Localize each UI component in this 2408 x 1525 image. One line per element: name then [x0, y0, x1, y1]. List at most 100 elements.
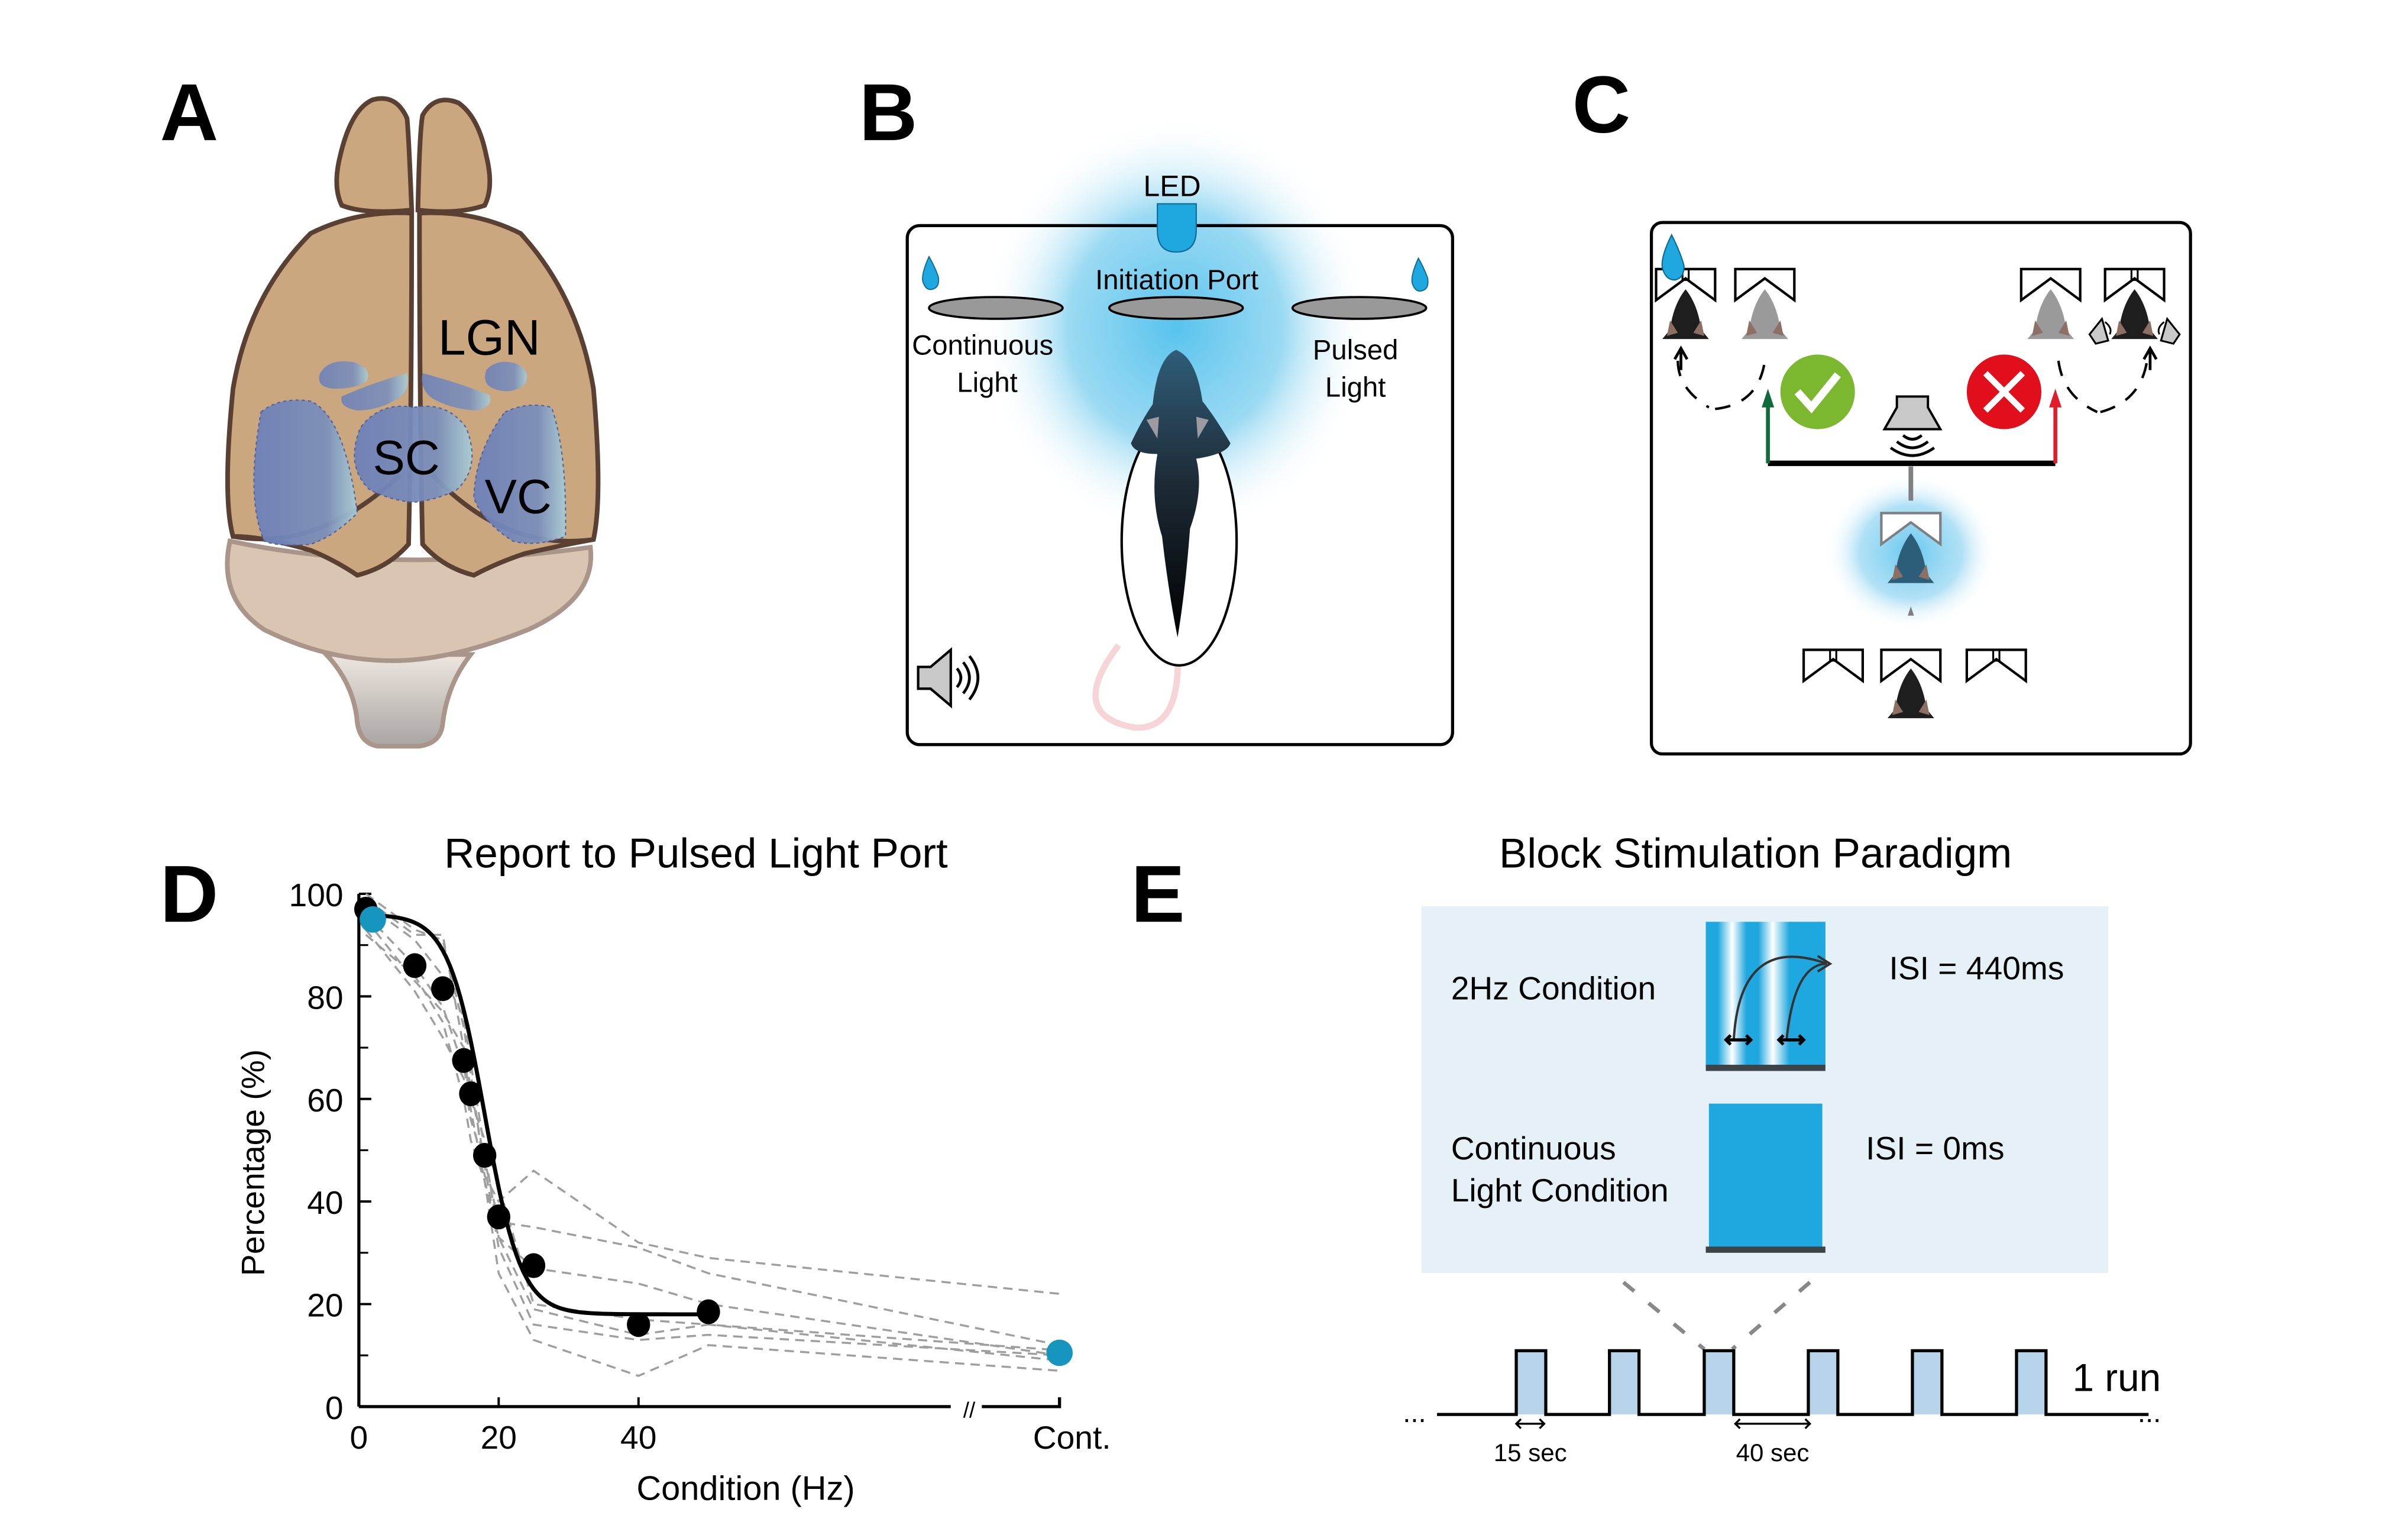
rat-tail — [1092, 643, 1181, 731]
water-drop-icon-right — [1411, 257, 1429, 292]
label-isi-0: ISI = 0ms — [1866, 1130, 2005, 1167]
y-tick-label: 100 — [289, 877, 344, 913]
port-left-initial — [1734, 267, 1796, 303]
timeline-trace — [1437, 1349, 2149, 1416]
mouse-initiating — [1887, 533, 1934, 583]
mean-data-point — [431, 976, 455, 1001]
duration-on-marker — [1514, 1418, 1546, 1429]
chart-title: Report to Pulsed Light Port — [444, 830, 948, 877]
label-continuous: Continuous — [912, 329, 1053, 361]
e-title: Block Stimulation Paradigm — [1499, 830, 2012, 877]
panel-letter-e: E — [1131, 848, 1185, 939]
zoom-line-left — [1622, 1281, 1706, 1351]
panel-e: E Block Stimulation Paradigm 2Hz Conditi… — [1131, 830, 2161, 1466]
panel-letter-c: C — [1572, 59, 1631, 150]
led-icon — [1157, 203, 1197, 253]
individual-line — [365, 903, 1060, 1356]
individual-line — [365, 898, 1060, 1346]
y-tick-label: 20 — [307, 1287, 343, 1324]
mean-data-point — [472, 1143, 497, 1168]
mean-data-point — [627, 1312, 650, 1337]
isi-arrow-2 — [1785, 962, 1827, 1041]
noise-speaker-icon — [2157, 316, 2181, 345]
x-tick-label: 20 — [481, 1419, 517, 1456]
correct-arrowhead — [1762, 389, 1775, 408]
panel-letter-d: D — [160, 848, 219, 939]
sigmoid-fit-line — [365, 913, 708, 1317]
label-continuous: Continuous — [1451, 1130, 1616, 1167]
x-tick-label: 0 — [350, 1419, 368, 1456]
port-continuous-light — [928, 296, 1064, 320]
small-arrow — [1908, 606, 1914, 616]
arc-right-outer — [2100, 360, 2148, 413]
port-bottom-left — [1802, 648, 1864, 684]
label-pulsed-light: Light — [1325, 371, 1386, 403]
label-40-sec: 40 sec — [1736, 1439, 1810, 1466]
label-lgn: LGN — [438, 309, 540, 365]
highlight-point-continuous — [1046, 1339, 1073, 1366]
region-lgn-right-b — [422, 373, 491, 411]
x-tick-label-cont: Cont. — [1033, 1419, 1111, 1456]
brain-cerebellum — [225, 538, 594, 663]
rat-ear-right — [1196, 416, 1209, 439]
stimulation-block — [1704, 1350, 1734, 1415]
port-right-punished — [2103, 267, 2166, 303]
port-bottom-right — [1965, 648, 2027, 684]
mouse-right-faded — [2027, 289, 2074, 340]
panel-a: A LGN SC VC — [160, 67, 601, 749]
checkmark-glyph — [1794, 372, 1841, 413]
rat-ear-left — [1146, 416, 1159, 439]
individual-line — [365, 913, 1060, 1362]
brain-stem — [321, 652, 476, 749]
highlight-point-2hz — [360, 906, 386, 933]
duration-off-marker — [1734, 1418, 1811, 1429]
panel-c: C — [1572, 59, 2192, 756]
label-light-condition: Light Condition — [1451, 1172, 1669, 1209]
arc-left-inner — [1715, 360, 1766, 411]
port-bottom-center — [1880, 648, 1942, 684]
arc-left-outer — [1676, 360, 1710, 409]
stimulus-2hz-block — [1705, 922, 1826, 1067]
label-sc: SC — [373, 431, 440, 485]
stimulation-block — [1808, 1350, 1838, 1415]
water-drop-icon — [1661, 233, 1685, 281]
label-led: LED — [1144, 169, 1201, 202]
noise-speaker-icon — [2088, 316, 2112, 345]
ellipsis-left: ... — [1403, 1397, 1426, 1429]
label-pulsed: Pulsed — [1313, 334, 1399, 366]
stimulation-block — [1609, 1350, 1639, 1415]
label-continuous-light: Light — [957, 367, 1018, 398]
block-timeline — [1437, 1349, 2149, 1416]
panel-letter-b: B — [859, 67, 918, 157]
x-tick-label: 40 — [620, 1419, 656, 1456]
arc-right-inner — [2057, 360, 2098, 413]
label-1-run: 1 run — [2073, 1356, 2161, 1400]
region-lgn-left-a — [319, 361, 368, 389]
mouse-start — [1887, 668, 1934, 719]
interval-marker-1 — [1723, 1034, 1753, 1046]
individual-line — [365, 929, 1060, 1356]
y-tick-label: 0 — [325, 1390, 344, 1426]
stimulus-2hz-baseline — [1705, 1064, 1826, 1071]
stimulus-continuous-block — [1708, 1103, 1823, 1248]
zoom-line-right — [1731, 1281, 1811, 1351]
panel-b: B LED Initiation Port Continuous Light P… — [859, 67, 1454, 747]
correct-check-icon — [1780, 354, 1855, 429]
y-tick-label: 80 — [307, 979, 343, 1016]
mean-data-point — [403, 953, 427, 978]
individual-line — [365, 934, 1060, 1377]
x-axis-after-break — [982, 1397, 1061, 1408]
x-axis-label: Condition (Hz) — [636, 1470, 855, 1508]
interval-marker-2 — [1776, 1034, 1806, 1046]
olfactory-bulb-right — [415, 98, 493, 214]
y-tick-label: 40 — [307, 1184, 343, 1221]
port-initiation — [1108, 296, 1244, 320]
mouse-rewarded — [1662, 289, 1709, 340]
mean-data-point — [452, 1048, 475, 1073]
water-drop-icon-left — [922, 255, 940, 290]
led-glow — [982, 117, 1371, 537]
panel-d: D Report to Pulsed Light Port Percentage… — [160, 830, 1111, 1507]
mouse-left-faded — [1741, 289, 1788, 340]
tone-speaker-icon — [1882, 395, 1943, 457]
mean-data-point — [697, 1299, 720, 1324]
